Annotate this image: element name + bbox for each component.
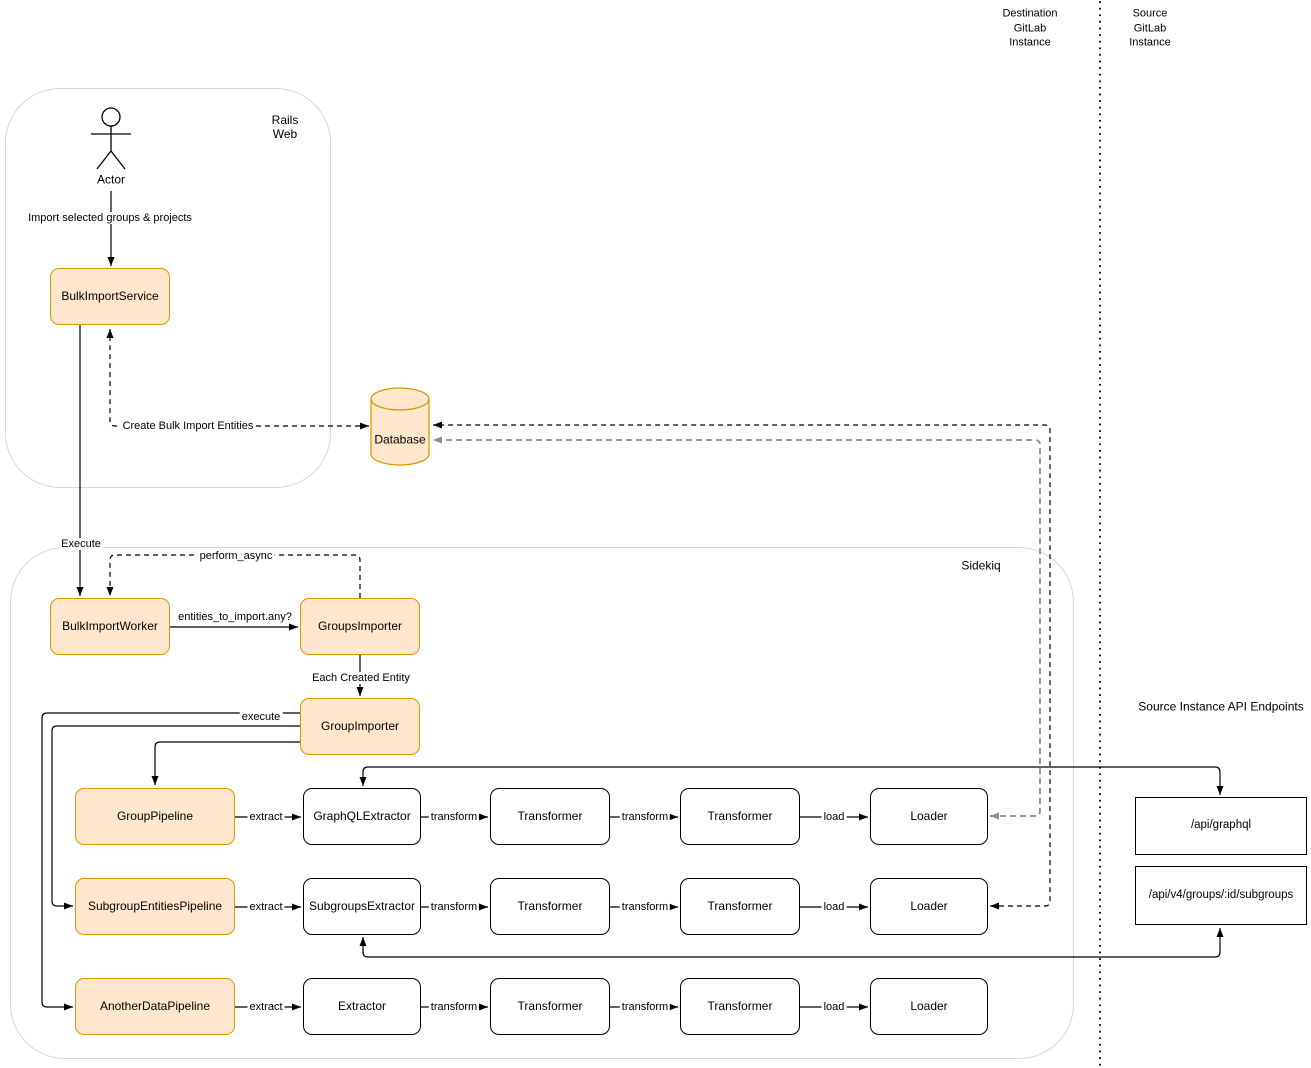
node-api-subgroups: /api/v4/groups/:id/subgroups bbox=[1135, 866, 1307, 925]
node-transformer-3b: Transformer bbox=[680, 978, 800, 1035]
edge-label-load-1: load bbox=[821, 811, 847, 823]
edge-label-extract-1: extract bbox=[247, 811, 285, 823]
node-extractor: Extractor bbox=[303, 978, 421, 1035]
node-subgroupsextractor: SubgroupsExtractor bbox=[303, 878, 421, 935]
node-graphqlextractor: GraphQLExtractor bbox=[303, 788, 421, 845]
node-groupsimporter: GroupsImporter bbox=[300, 598, 420, 655]
node-transformer-2b: Transformer bbox=[680, 878, 800, 935]
edge-label-extract-3: extract bbox=[247, 1001, 285, 1013]
edge-label-execute: Execute bbox=[59, 538, 103, 550]
edge-label-import-selected: Import selected groups & projects bbox=[26, 212, 194, 224]
node-transformer-3a: Transformer bbox=[490, 978, 610, 1035]
node-groupimporter: GroupImporter bbox=[300, 698, 420, 755]
sidekiq-label: Sidekiq bbox=[961, 558, 1001, 573]
database-label: Database bbox=[374, 432, 426, 447]
rails-web-container bbox=[5, 88, 331, 488]
edge-label-transform-3b: transform bbox=[619, 1001, 671, 1013]
edge-label-create-bulk-import-entities: Create Bulk Import Entities bbox=[120, 420, 256, 432]
node-loader-3: Loader bbox=[870, 978, 988, 1035]
database-icon bbox=[370, 387, 430, 466]
edge-label-load-3: load bbox=[821, 1001, 847, 1013]
node-anotherdatapipeline: AnotherDataPipeline bbox=[75, 978, 235, 1035]
node-loader-2: Loader bbox=[870, 878, 988, 935]
destination-instance-label: Destination GitLab Instance bbox=[1002, 7, 1058, 49]
node-grouppipeline: GroupPipeline bbox=[75, 788, 235, 845]
node-subgroupentitiespipeline: SubgroupEntitiesPipeline bbox=[75, 878, 235, 935]
edge-label-transform-2a: transform bbox=[428, 901, 480, 913]
edge-label-each-created-entity: Each Created Entity bbox=[310, 672, 412, 684]
node-loader-1: Loader bbox=[870, 788, 988, 845]
edge-label-load-2: load bbox=[821, 901, 847, 913]
edge-label-entities-to-import: entities_to_import.any? bbox=[176, 611, 294, 623]
edge-label-transform-1b: transform bbox=[619, 811, 671, 823]
source-instance-label: Source GitLab Instance bbox=[1129, 7, 1171, 49]
edge-label-transform-2b: transform bbox=[619, 901, 671, 913]
edge-label-transform-3a: transform bbox=[428, 1001, 480, 1013]
node-transformer-1b: Transformer bbox=[680, 788, 800, 845]
node-bulkimportservice: BulkImportService bbox=[50, 268, 170, 325]
edge-label-perform-async: perform_async bbox=[197, 550, 275, 562]
edge-label-execute-pipeline: execute bbox=[239, 711, 283, 723]
edge-label-extract-2: extract bbox=[247, 901, 285, 913]
node-api-graphql: /api/graphql bbox=[1135, 797, 1307, 855]
api-endpoints-title: Source Instance API Endpoints bbox=[1138, 699, 1304, 714]
node-transformer-1a: Transformer bbox=[490, 788, 610, 845]
node-transformer-2a: Transformer bbox=[490, 878, 610, 935]
node-bulkimportworker: BulkImportWorker bbox=[50, 598, 170, 655]
edge-label-transform-1a: transform bbox=[428, 811, 480, 823]
actor-label: Actor bbox=[96, 172, 126, 187]
rails-web-label: Rails Web bbox=[271, 113, 299, 141]
